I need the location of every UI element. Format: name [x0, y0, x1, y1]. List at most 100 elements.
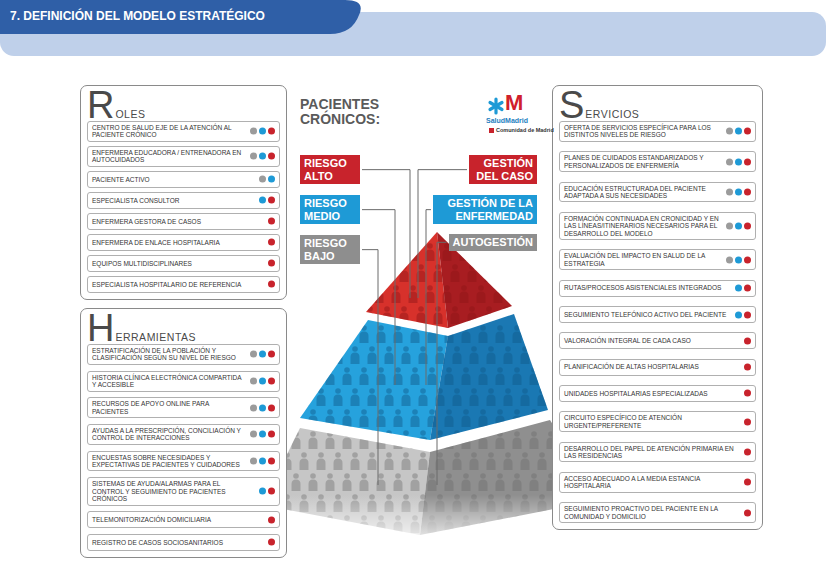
risk-dot	[259, 404, 266, 411]
risk-dots	[726, 256, 751, 263]
risk-dot	[735, 222, 742, 229]
tag-text: GESTIÓN DE LA ENFERMEDAD	[447, 197, 533, 222]
risk-dot	[744, 285, 751, 292]
risk-dot	[259, 431, 266, 438]
risk-dots	[250, 128, 275, 135]
level-tag: GESTIÓN DEL CASO	[469, 155, 537, 184]
risk-dot	[250, 378, 257, 385]
risk-dots	[250, 351, 275, 358]
initial-letter: H	[87, 312, 114, 344]
risk-dots	[250, 457, 275, 464]
heading-label: PACIENTES CRÓNICOS:	[300, 97, 392, 126]
page-title: 7. DEFINICIÓN DEL MODELO ESTRATÉGICO	[10, 9, 265, 23]
people-group	[292, 325, 556, 448]
risk-dots	[744, 479, 751, 486]
risk-dots	[735, 311, 751, 318]
item-text: PACIENTE ACTIVO	[92, 176, 150, 183]
panel-title: ERVICIOS	[585, 108, 639, 120]
logo-square	[489, 128, 494, 133]
logo-text: SaludMadrid	[486, 117, 528, 124]
list-item: ENFERMERA EDUCADORA / ENTRENADORA EN AUT…	[87, 146, 280, 167]
panel-heading: ROLES	[87, 89, 280, 121]
risk-dots	[250, 404, 275, 411]
leader-line	[426, 210, 431, 385]
list-item: OFERTA DE SERVICIOS ESPECÍFICA PARA LOS …	[559, 121, 756, 142]
risk-dots	[259, 488, 275, 495]
risk-dot	[259, 351, 266, 358]
leader-line	[362, 170, 410, 298]
initial-letter: S	[559, 89, 584, 121]
tag-text: GESTIÓN DEL CASO	[476, 157, 533, 182]
list-item: ACCESO ADECUADO A LA MEDIA ESTANCIA HOSP…	[559, 472, 756, 493]
list-item: ENCUESTAS SOBRE NECESIDADES Y EXPECTATIV…	[87, 451, 280, 472]
risk-dot	[250, 457, 257, 464]
risk-dot	[268, 488, 275, 495]
item-text: ACCESO ADECUADO A LA MEDIA ESTANCIA HOSP…	[564, 475, 738, 490]
risk-dot	[268, 539, 275, 546]
list-item: UNIDADES HOSPITALARIAS ESPECIALIZADAS	[559, 385, 756, 402]
risk-dot	[268, 281, 275, 288]
list-item: CENTRO DE SALUD EJE DE LA ATENCIÓN AL PA…	[87, 121, 280, 142]
leader-line	[362, 250, 378, 485]
risk-dot	[268, 378, 275, 385]
list-item: ESTRATIFICACIÓN DE LA POBLACIÓN Y CLASIF…	[87, 344, 280, 365]
risk-dot	[744, 390, 751, 397]
risk-dot	[268, 218, 275, 225]
item-text: OFERTA DE SERVICIOS ESPECÍFICA PARA LOS …	[564, 124, 720, 139]
risk-dot	[250, 128, 257, 135]
risk-dot	[268, 431, 275, 438]
item-text: HISTORIA CLÍNICA ELECTRÓNICA COMPARTIDA …	[92, 374, 244, 389]
list-item: ENFERMERA GESTORA DE CASOS	[87, 213, 280, 230]
item-text: ESTRATIFICACIÓN DE LA POBLACIÓN Y CLASIF…	[92, 347, 244, 362]
risk-dots	[744, 337, 751, 344]
risk-dots	[726, 128, 751, 135]
risk-dots	[726, 222, 751, 229]
risk-dots	[726, 188, 751, 195]
risk-dot	[726, 222, 733, 229]
risk-dot	[735, 188, 742, 195]
item-text: CENTRO DE SALUD EJE DE LA ATENCIÓN AL PA…	[92, 124, 244, 139]
item-text: ENCUESTAS SOBRE NECESIDADES Y EXPECTATIV…	[92, 454, 244, 469]
item-text: RUTAS/PROCESOS ASISTENCIALES INTEGRADOS	[564, 284, 721, 291]
item-text: AYUDAS A LA PRESCRIPCIÓN, CONCILIACIÓN Y…	[92, 427, 244, 442]
item-text: ESPECIALISTA HOSPITALARIO DE REFERENCIA	[92, 281, 241, 288]
risk-dot	[259, 457, 266, 464]
list-item: EVALUACIÓN DEL IMPACTO EN SALUD DE LA ES…	[559, 249, 756, 270]
risk-dots	[744, 449, 751, 456]
risk-dots	[250, 153, 275, 160]
risk-dot	[744, 222, 751, 229]
list-item: FORMACIÓN CONTINUADA EN CRONICIDAD Y EN …	[559, 212, 756, 240]
panel-heading: SERVICIOS	[559, 89, 756, 121]
list-item: DESARROLLO DEL PAPEL DE ATENCIÓN PRIMARI…	[559, 442, 756, 463]
list-item: PLANIFICACIÓN DE ALTAS HOSPITALARIAS	[559, 359, 756, 376]
item-text: ENFERMERA EDUCADORA / ENTRENADORA EN AUT…	[92, 149, 244, 164]
risk-dot	[259, 176, 266, 183]
list-item: AYUDAS A LA PRESCRIPCIÓN, CONCILIACIÓN Y…	[87, 424, 280, 445]
list-item: ESPECIALISTA CONSULTOR	[87, 192, 280, 209]
risk-dot	[268, 351, 275, 358]
group-panel: SERVICIOS OFERTA DE SERVICIOS ESPECÍFICA …	[552, 85, 763, 530]
risk-dot	[268, 197, 275, 204]
item-text: VALORACIÓN INTEGRAL DE CADA CASO	[564, 337, 691, 344]
item-list: CENTRO DE SALUD EJE DE LA ATENCIÓN AL PA…	[87, 121, 280, 293]
level-tag: RIESGO ALTO	[300, 155, 360, 184]
header-tab	[0, 0, 361, 34]
list-item: CIRCUITO ESPECÍFICO DE ATENCIÓN URGENTE/…	[559, 411, 756, 432]
risk-dots	[744, 390, 751, 397]
item-text: FORMACIÓN CONTINUADA EN CRONICIDAD Y EN …	[564, 215, 720, 237]
risk-dot	[259, 488, 266, 495]
list-item: SISTEMAS DE AYUDA/ALARMAS PARA EL CONTRO…	[87, 477, 280, 505]
item-text: REGISTRO DE CASOS SOCIOSANITARIOS	[92, 539, 223, 546]
risk-dot	[735, 158, 742, 165]
item-text: PLANES DE CUIDADOS ESTANDARIZADOS Y PERS…	[564, 154, 720, 169]
level-tag: GESTIÓN DE LA ENFERMEDAD	[433, 195, 537, 224]
item-text: ESPECIALISTA CONSULTOR	[92, 197, 179, 204]
list-item: SEGUIMIENTO PROACTIVO DEL PACIENTE EN LA…	[559, 502, 756, 523]
item-text: EVALUACIÓN DEL IMPACTO EN SALUD DE LA ES…	[564, 252, 720, 267]
risk-dot	[735, 311, 742, 318]
risk-dots	[268, 516, 275, 523]
item-text: PLANIFICACIÓN DE ALTAS HOSPITALARIAS	[564, 363, 699, 370]
risk-dot	[735, 128, 742, 135]
risk-dot	[259, 197, 266, 204]
risk-dots	[744, 509, 751, 516]
